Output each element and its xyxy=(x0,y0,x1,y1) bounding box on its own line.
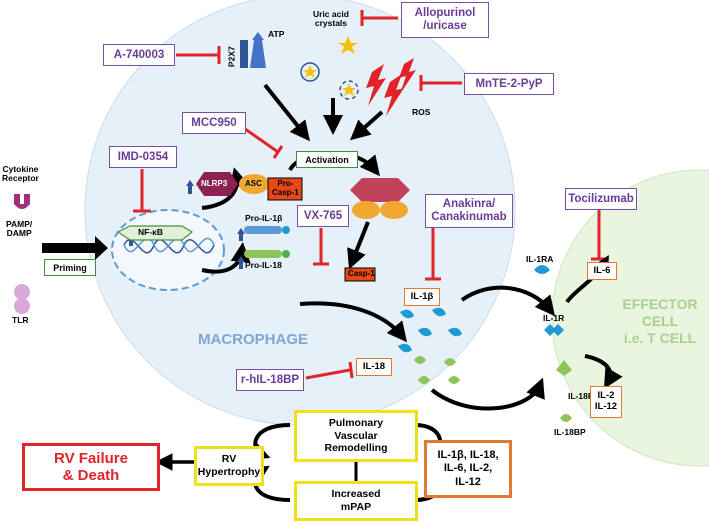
drug-r-hil-18bp: r-hIL-18BP xyxy=(236,369,304,391)
pro-il-18-label: Pro-IL-18 xyxy=(245,260,282,270)
p2x7-receptor xyxy=(240,32,266,68)
il-1b-box: IL-1β xyxy=(404,288,440,306)
pulmonary-remodelling-box: Pulmonary Vascular Remodelling xyxy=(294,410,418,462)
nlrp3-icon xyxy=(196,172,238,196)
drug-mcc950: MCC950 xyxy=(182,112,246,134)
drug-vx-765: VX-765 xyxy=(297,205,349,227)
il-18bp-label: IL-18BP xyxy=(554,427,586,437)
il-18r-label: IL-18R xyxy=(568,391,594,401)
il1ra-icon xyxy=(534,265,550,274)
nlrp3-label: NLRP3 xyxy=(201,179,228,188)
il-18-droplets xyxy=(414,356,460,384)
nf-kb-label: NF-κB xyxy=(138,227,164,237)
il-2-il-12-box: IL-2 IL-12 xyxy=(590,386,622,418)
il1r-icon xyxy=(544,324,564,336)
uric-acid-crystals xyxy=(300,36,359,100)
casp-1-label: Casp-1 xyxy=(348,269,375,278)
rv-hypertrophy-box: RV Hypertrophy xyxy=(194,446,264,486)
drug-allopurinol: Allopurinol /uricase xyxy=(401,2,489,38)
effector-cell-label: EFFECTOR CELL i.e. T CELL xyxy=(622,296,698,346)
ros-label: ROS xyxy=(412,107,431,117)
cytokine-list-box: IL-1β, IL-18, IL-6, IL-2, IL-12 xyxy=(424,440,512,498)
caspase-complex xyxy=(350,178,410,219)
uric-acid-label: Uric acid crystals xyxy=(313,9,349,29)
pro-casp-1-label: Pro- Casp-1 xyxy=(272,179,299,197)
pro-il-1b-icon xyxy=(244,226,290,234)
il-1b-droplets xyxy=(398,307,462,353)
asc-label: ASC xyxy=(245,179,262,188)
rv-failure-box: RV Failure & Death xyxy=(22,443,160,491)
drug-mnte-2-pyp: MnTE-2-PyP xyxy=(464,73,554,95)
il18r-icon xyxy=(556,360,572,376)
il-18-box: IL-18 xyxy=(356,358,392,376)
pro-il-1b-label: Pro-IL-1β xyxy=(245,213,283,223)
tlr-icon xyxy=(14,284,30,314)
drug-anakinra-canakinumab: Anakinra/ Canakinumab xyxy=(425,194,513,228)
il-1r-label: IL-1R xyxy=(543,313,565,323)
cytokine-receptor-icon xyxy=(14,194,30,209)
il18bp-icon xyxy=(560,414,572,422)
tlr-label: TLR xyxy=(12,315,29,325)
macrophage-label: MACROPHAGE xyxy=(198,331,309,348)
atp-label: ATP xyxy=(268,29,285,39)
pamp-damp-label: PAMP/ DAMP xyxy=(6,219,33,239)
drug-tocilizumab: Tocilizumab xyxy=(565,188,637,210)
drug-a-740003: A-740003 xyxy=(103,44,175,66)
cytokine-receptor-label: Cytokine Receptor xyxy=(2,164,39,184)
il-1ra-label: IL-1RA xyxy=(526,254,554,264)
ros-icon xyxy=(366,58,416,116)
il-6-box: IL-6 xyxy=(587,262,617,280)
activation-box: Activation xyxy=(296,151,358,168)
pro-il-18-icon xyxy=(244,250,290,258)
increased-mpap-box: Increased mPAP xyxy=(294,481,418,521)
drug-imd-0354: IMD-0354 xyxy=(109,146,177,168)
priming-box: Priming xyxy=(44,259,96,276)
asc-icon xyxy=(239,174,269,194)
p2x7-label: P2X7 xyxy=(226,46,237,68)
